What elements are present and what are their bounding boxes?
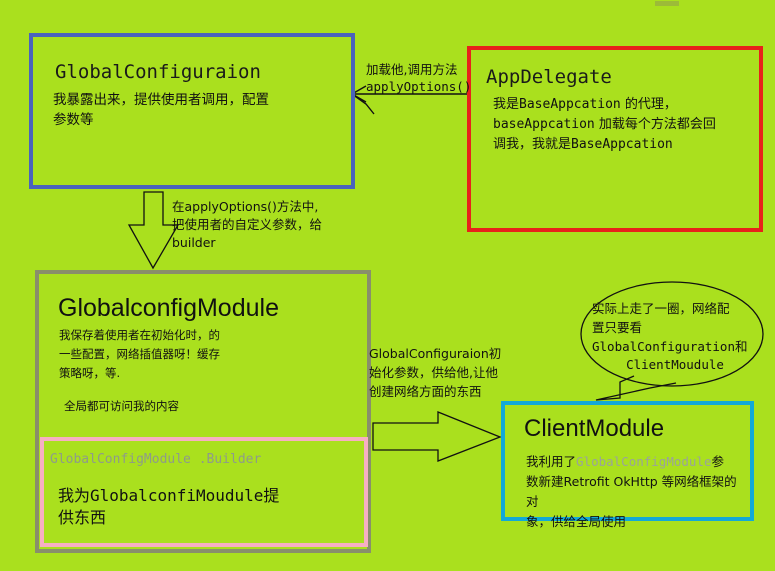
edge-label-line1: 加载他,调用方法	[366, 62, 458, 77]
node-description: 我暴露出来，提供使用者调用，配置 参数等	[53, 91, 338, 130]
node-global-configuraion[interactable]: GlobalConfiguraion 我暴露出来，提供使用者调用，配置 参数等	[29, 33, 355, 189]
desc-line3: 策略呀，等.	[59, 365, 121, 380]
connector-globalconfiguraion-to-globalconfigmodule	[127, 191, 180, 270]
edge-label-apply-options: 加载他,调用方法 applyOptions()	[366, 62, 496, 96]
desc-l1-b: GlobalConfigModule	[576, 454, 712, 469]
node-description-line2: 参数等	[53, 111, 94, 128]
node-client-module[interactable]: ClientModule 我利用了GlobalConfigModule参 数新建…	[501, 401, 754, 529]
node-description: 我保存着使用者在初始化时，的 一些配置，网络插值器呀！缓存 策略呀，等.	[59, 326, 309, 383]
desc-line3: 象，供给全局使用	[526, 514, 627, 529]
edge-label-builder-params: 在applyOptions()方法中, 把使用者的自定义参数，给 builder	[172, 198, 372, 252]
callout-bubble-shape	[580, 281, 764, 401]
node-title: GlobalConfiguraion	[55, 61, 261, 83]
edge-label-init-params: GlobalConfiguraion初 始化参数，供给他,让他 创建网络方面的东…	[369, 345, 509, 401]
edge-label-line2: applyOptions()	[366, 78, 472, 94]
desc-l1-c: 提	[263, 486, 280, 505]
bubble-line4: ClientMoudule	[626, 357, 724, 373]
desc-l2-b: 加载每个方法都会回	[594, 117, 716, 133]
node-title: GlobalconfigModule	[58, 294, 279, 322]
desc-line2: 供东西	[58, 507, 107, 527]
desc-l2-a: baseAppcation	[493, 117, 595, 133]
bubble-line1: 实际上走了一圈，网络配	[592, 301, 730, 316]
node-global-config-module-builder[interactable]: GlobalConfigModule .Builder 我为Globalconf…	[40, 437, 368, 547]
callout-bubble-text: 实际上走了一圈，网络配 置只要看 GlobalConfiguration和 Cl…	[592, 300, 758, 375]
desc-line1: 我保存着使用者在初始化时，的	[59, 328, 220, 342]
node-description-line1: 我暴露出来，提供使用者调用，配置	[53, 92, 269, 108]
edge-label-line3: builder	[172, 235, 216, 251]
connector-globalconfigmodule-to-clientmodule	[372, 411, 502, 462]
node-description: 我是BaseAppcation 的代理， baseAppcation 加载每个方…	[493, 95, 743, 155]
desc-l3-b: BaseAppcation	[571, 137, 673, 153]
desc-line2: 数新建Retrofit OkHttp 等网络框架的对	[526, 474, 737, 509]
desc-l1-b: BaseAppcation	[519, 97, 621, 112]
edge-label-line1: 在applyOptions()方法中,	[172, 199, 319, 214]
bubble-line3: GlobalConfiguration和	[592, 338, 748, 354]
node-title: GlobalConfigModule .Builder	[50, 452, 262, 467]
bubble-line2: 置只要看	[592, 319, 643, 335]
desc-l1-c: 参	[711, 454, 724, 469]
node-title: ClientModule	[524, 415, 665, 442]
node-note: 全局都可访问我的内容	[64, 398, 179, 413]
desc-line2: 一些配置，网络插值器呀！缓存	[59, 346, 220, 361]
edge-label-line2: 把使用者的自定义参数，给	[172, 217, 323, 233]
desc-l1-a: 我是	[493, 97, 520, 112]
edge-label-line2: 始化参数，供给他,让他	[369, 364, 498, 380]
node-title: AppDelegate	[486, 66, 612, 88]
desc-l1-c: 的代理，	[620, 97, 677, 112]
edge-label-line1: GlobalConfiguraion初	[369, 346, 502, 361]
top-edge-artifact	[655, 1, 679, 6]
node-description: 我为GlobalconfiMoudule提 供东西	[58, 485, 308, 528]
node-description: 我利用了GlobalConfigModule参 数新建Retrofit OkHt…	[526, 452, 741, 532]
desc-l1-a: 我利用了	[526, 454, 577, 469]
desc-l3-a: 调我，我就是	[493, 137, 572, 153]
desc-l1-b: GlobalconfiMoudule	[90, 486, 264, 505]
node-app-delegate[interactable]: AppDelegate 我是BaseAppcation 的代理， baseApp…	[467, 46, 763, 232]
edge-label-line3: 创建网络方面的东西	[369, 383, 482, 399]
desc-l1-a: 我为	[58, 486, 91, 505]
